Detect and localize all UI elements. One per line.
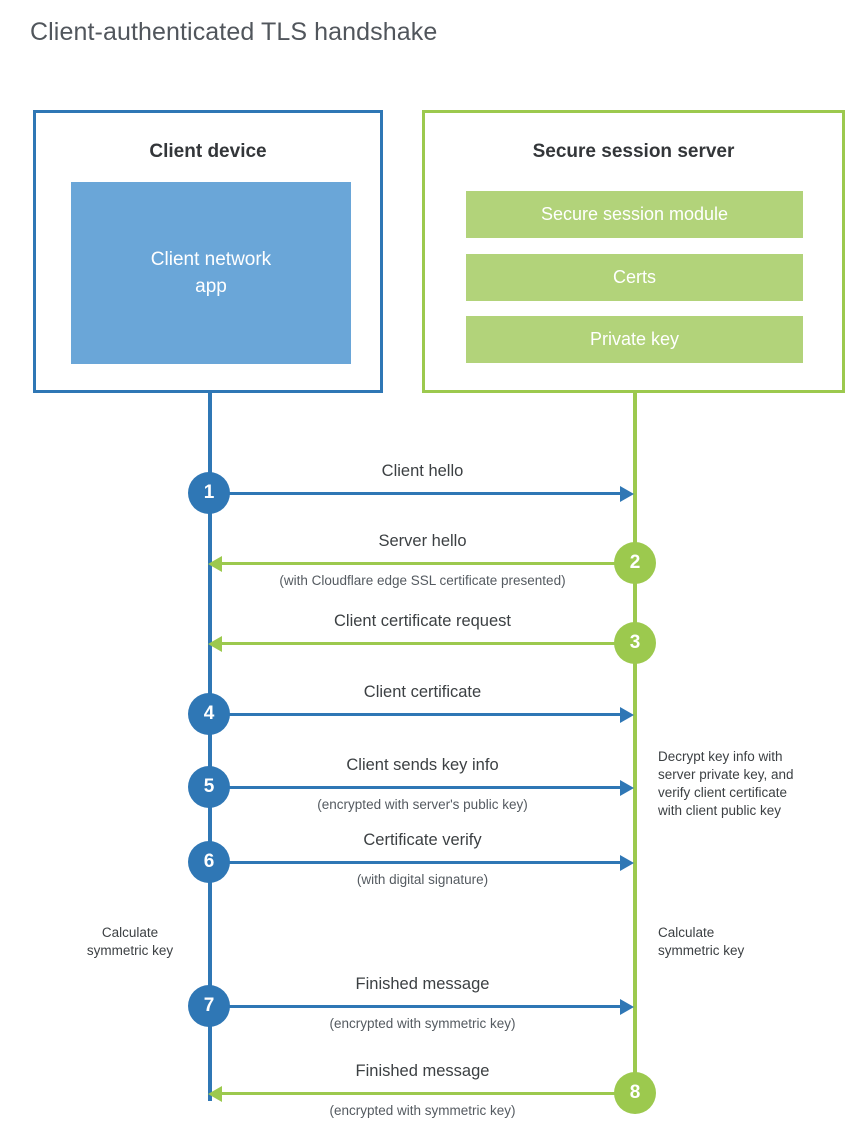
step-circle-4[interactable]: 4 [188,693,230,735]
server-block-certs: Certs [466,254,803,301]
message-sublabel-7: (encrypted with symmetric key) [329,1016,516,1031]
arrowhead-icon-5 [620,780,634,796]
message-sublabel-2: (with Cloudflare edge SSL certificate pr… [279,573,566,588]
arrowhead-icon-3 [208,636,222,652]
server-lifeline [633,393,637,1093]
server-block-secure-session-module: Secure session module [466,191,803,238]
message-label-1: Client hello [381,462,464,480]
server-block-private-key: Private key [466,316,803,363]
step-circle-2[interactable]: 2 [614,542,656,584]
client-device-box: Client device Client network app [33,110,383,393]
arrowhead-icon-6 [620,855,634,871]
client-lifeline [208,393,212,1101]
arrowhead-icon-2 [208,556,222,572]
message-sublabel-5: (encrypted with server's public key) [317,797,528,812]
note-client-calculate-symmetric-key: Calculate symmetric key [86,925,174,958]
message-label-8: Finished message [355,1062,490,1080]
message-label-5: Client sends key info [346,756,499,774]
page-title: Client-authenticated TLS handshake [30,18,438,46]
step-circle-7[interactable]: 7 [188,985,230,1027]
message-line-6 [210,861,623,864]
arrowhead-icon-8 [208,1086,222,1102]
note-server-calculate-symmetric-key: Calculate symmetric key [658,925,745,958]
client-device-title: Client device [149,141,267,162]
client-network-app-block: Client network app [71,182,351,364]
arrowhead-icon-1 [620,486,634,502]
message-line-7 [210,1005,623,1008]
message-line-1 [210,492,623,495]
message-label-6: Certificate verify [363,831,482,849]
message-line-8 [220,1092,635,1095]
message-sublabel-6: (with digital signature) [356,872,489,887]
secure-session-server-title: Secure session server [532,141,735,162]
note-server-decrypt-key-info: Decrypt key info with server private key… [658,749,794,818]
arrowhead-icon-4 [620,707,634,723]
message-label-7: Finished message [355,975,490,993]
step-circle-1[interactable]: 1 [188,472,230,514]
secure-session-server-box: Secure session server Secure session mod… [422,110,845,393]
step-circle-5[interactable]: 5 [188,766,230,808]
step-circle-6[interactable]: 6 [188,841,230,883]
message-line-2 [220,562,635,565]
arrowhead-icon-7 [620,999,634,1015]
message-line-5 [210,786,623,789]
message-line-4 [210,713,623,716]
message-line-3 [220,642,635,645]
message-sublabel-8: (encrypted with symmetric key) [329,1103,516,1118]
message-label-4: Client certificate [363,683,482,701]
step-circle-3[interactable]: 3 [614,622,656,664]
message-label-3: Client certificate request [334,612,511,630]
message-label-2: Server hello [378,532,467,550]
step-circle-8[interactable]: 8 [614,1072,656,1114]
